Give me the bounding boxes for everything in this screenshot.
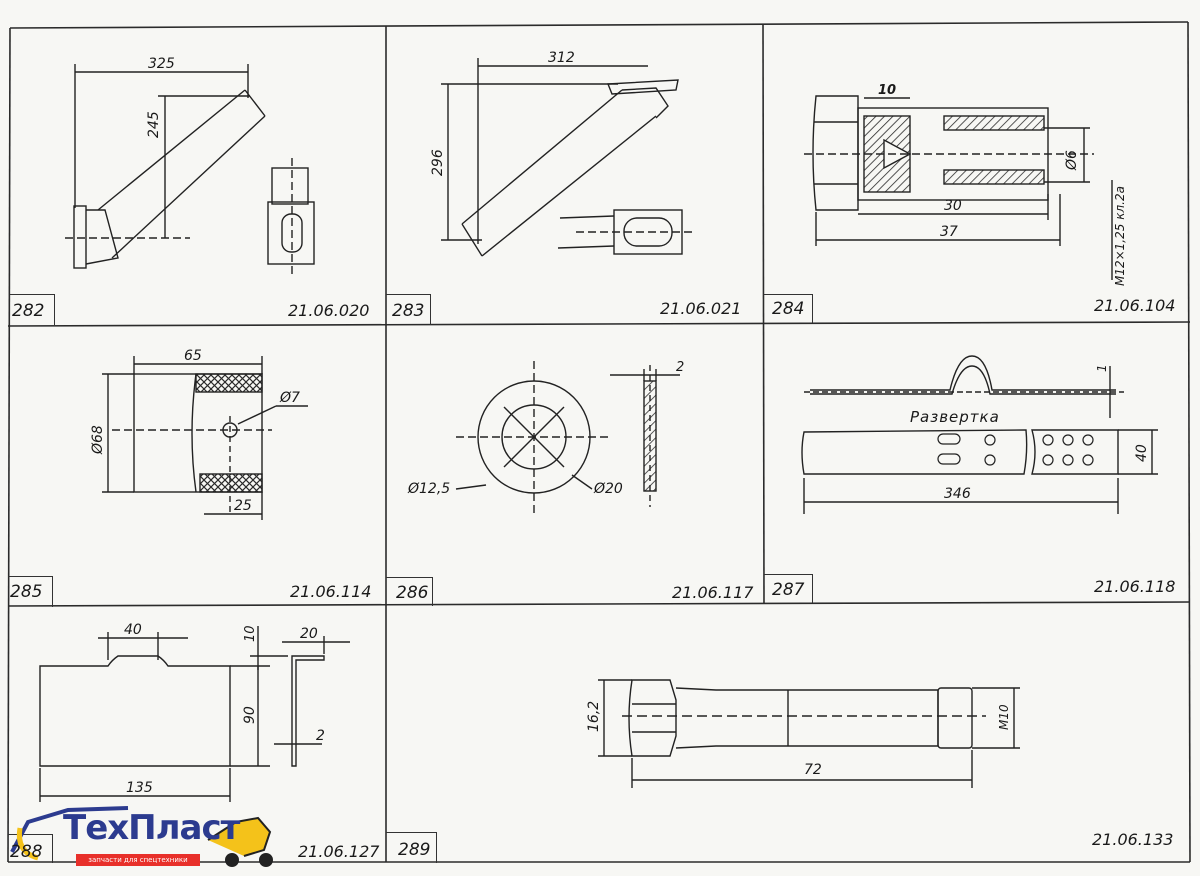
- part-285: 65 Ø68 Ø7 25 285 21.06.114: [8, 326, 386, 607]
- part-code: 21.06.021: [660, 299, 742, 318]
- part-number-box: [386, 577, 433, 606]
- part-284: 10 Ø6 30 37 M12×1,25 кл.2а 284 21.06.104: [764, 24, 1190, 323]
- dim-90: 90: [242, 706, 258, 724]
- part-287: 1 Развертка 40 346 287 21.06.118: [764, 322, 1190, 603]
- part-code: 21.06.133: [1092, 830, 1174, 849]
- part-number: 287: [772, 580, 805, 600]
- dim-2: 2: [676, 360, 684, 375]
- part-code: 21.06.104: [1094, 296, 1176, 315]
- dim-40: 40: [124, 622, 142, 638]
- part-number-box: [8, 834, 53, 863]
- dim-72: 72: [804, 762, 822, 778]
- part-number-box: [386, 294, 431, 325]
- dim-20: 20: [300, 626, 318, 642]
- part-283: 312 296 283 21.06.021: [386, 26, 763, 325]
- dim-135: 135: [126, 780, 153, 796]
- part-number-box: [8, 576, 53, 607]
- part-number: 283: [392, 301, 425, 321]
- dim-d20: Ø20: [593, 481, 623, 497]
- part-number: 286: [396, 583, 429, 603]
- part-number-box: [764, 574, 813, 603]
- part-number: 289: [398, 840, 431, 860]
- part-285-drawing: 65 Ø68 Ø7 25: [90, 348, 308, 520]
- part-286-drawing: 2 Ø12,5 Ø20: [407, 360, 684, 513]
- part-number-box: [10, 294, 55, 325]
- part-code: 21.06.114: [290, 582, 372, 601]
- dim-10: 10: [878, 83, 896, 98]
- part-code: 21.06.117: [672, 583, 754, 602]
- thread-label: M12×1,25 кл.2а: [1113, 186, 1127, 286]
- dim-m10: М10: [997, 704, 1011, 730]
- dim-1: 1: [1095, 364, 1109, 372]
- part-number-box: [764, 294, 813, 323]
- dim-10: 10: [243, 625, 258, 642]
- part-code: 21.06.127: [298, 842, 380, 861]
- part-289-drawing: 16,2 М10 72: [586, 679, 1020, 788]
- dim-25: 25: [234, 498, 252, 514]
- dim-346: 346: [944, 486, 971, 502]
- dim-65: 65: [184, 348, 202, 364]
- part-number-box: [386, 832, 437, 863]
- part-288: 40 10 20 90 2 135 288 21.06.127: [8, 606, 386, 863]
- dim-37: 37: [940, 224, 958, 240]
- part-number: 284: [772, 299, 805, 319]
- dim-245: 245: [146, 111, 162, 138]
- part-code: 21.06.118: [1094, 577, 1176, 596]
- part-286: 2 Ø12,5 Ø20 286 21.06.117: [386, 325, 763, 606]
- dim-325: 325: [148, 56, 175, 72]
- part-287-drawing: 1 Развертка 40 346: [801, 355, 1158, 514]
- logo-title: ТехПласт: [63, 808, 240, 848]
- part-283-drawing: 312 296: [430, 50, 692, 257]
- dim-296: 296: [430, 149, 446, 176]
- dim-d12-5: Ø12,5: [407, 481, 450, 497]
- part-number: 282: [12, 301, 45, 321]
- dim-30: 30: [944, 198, 962, 214]
- flat-pattern-label: Развертка: [910, 408, 1000, 426]
- dim-d7: Ø7: [279, 390, 300, 406]
- part-282-drawing: 325 245: [65, 56, 315, 274]
- part-284-drawing: 10 Ø6 30 37 M12×1,25 кл.2а: [804, 83, 1127, 286]
- excavator-icon: [10, 806, 273, 867]
- dim-d6: Ø6: [1064, 150, 1080, 171]
- part-number: 288: [10, 842, 43, 862]
- part-288-drawing: 40 10 20 90 2 135: [39, 622, 350, 802]
- part-code: 21.06.020: [288, 301, 370, 320]
- part-289: 16,2 М10 72 289 21.06.133: [386, 604, 1190, 863]
- dim-40: 40: [1134, 444, 1150, 462]
- part-number: 285: [10, 582, 43, 602]
- dim-d68: Ø68: [90, 425, 106, 455]
- techplast-logo: ТехПласт запчасти для спецтехники: [8, 802, 298, 874]
- dim-312: 312: [548, 50, 575, 66]
- logo-subtitle: запчасти для спецтехники: [76, 854, 200, 866]
- dim-2: 2: [316, 728, 325, 744]
- part-282: 325 245 282 21.06.020: [10, 28, 386, 326]
- dim-16-2: 16,2: [586, 701, 602, 732]
